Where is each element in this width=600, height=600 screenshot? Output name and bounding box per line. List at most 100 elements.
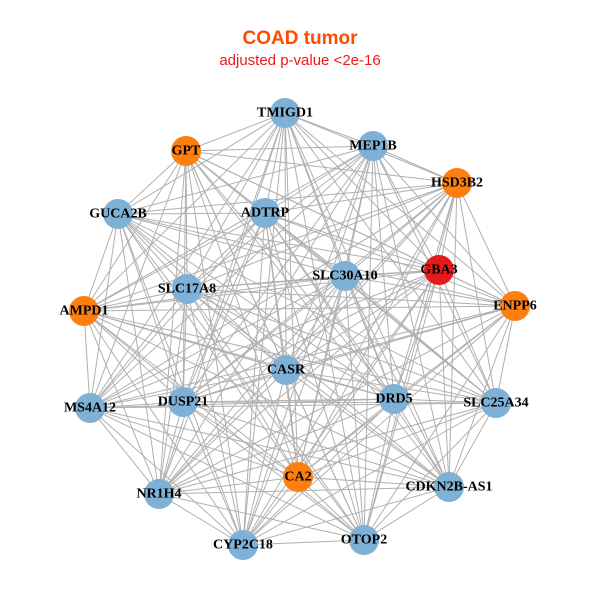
node-nr1h4: NR1H4 (136, 479, 182, 509)
node-circle (358, 131, 388, 161)
edge (393, 182, 458, 400)
edge (242, 275, 346, 546)
edge (297, 476, 365, 541)
edge (242, 269, 440, 546)
edge (285, 275, 346, 371)
edge (363, 402, 497, 541)
node-circle (75, 393, 105, 423)
node-drd5: DRD5 (375, 384, 413, 414)
node-ampd1: AMPD1 (60, 296, 109, 326)
edge (158, 493, 244, 546)
edge (186, 288, 516, 307)
edge (89, 212, 266, 409)
edge (242, 486, 450, 546)
edge (158, 401, 184, 495)
node-otop2: OTOP2 (341, 525, 387, 555)
edge (158, 398, 395, 495)
edge (89, 407, 450, 488)
node-cdkn2b-as1: CDKN2B-AS1 (405, 472, 493, 502)
edge (297, 182, 458, 478)
node-enpp6: ENPP6 (493, 291, 537, 321)
node-cyp2c18: CYP2C18 (213, 530, 273, 560)
edge (83, 305, 516, 312)
edge (284, 112, 395, 400)
node-ms4a12: MS4A12 (64, 393, 116, 423)
figure-title: COAD tumor (242, 28, 358, 49)
node-label: GUCA2B (89, 207, 147, 222)
node-label: HSD3B2 (431, 176, 483, 191)
node-mep1b: MEP1B (349, 131, 397, 161)
node-label: NR1H4 (136, 487, 181, 502)
edge (89, 269, 440, 409)
edge (186, 288, 395, 400)
edge (495, 305, 516, 404)
node-label: GBA3 (420, 263, 457, 278)
edge (372, 145, 440, 271)
edge (182, 401, 365, 541)
node-slc25a34: SLC25A34 (463, 388, 529, 418)
edge (363, 398, 395, 541)
edge (185, 150, 299, 478)
edge (83, 310, 244, 546)
node-label: ADTRP (241, 206, 290, 221)
edge (242, 182, 458, 546)
edge (186, 212, 266, 290)
edge (89, 288, 188, 409)
edge (83, 310, 160, 495)
edge (186, 288, 287, 371)
edge (117, 213, 516, 307)
edge (89, 401, 184, 409)
edge (185, 150, 395, 400)
node-label: SLC17A8 (158, 282, 216, 297)
edge (297, 398, 395, 478)
edge (83, 145, 374, 312)
edge (89, 398, 395, 409)
edge (83, 310, 450, 488)
edge (438, 269, 450, 488)
node-circle (250, 198, 280, 228)
edge (158, 493, 365, 541)
edge (117, 213, 184, 403)
edge (185, 145, 374, 152)
edge (344, 275, 450, 488)
edge (182, 401, 497, 404)
edge (89, 402, 497, 409)
edge (83, 112, 286, 312)
edge (456, 182, 516, 307)
figure-subtitle: adjusted p-value <2e-16 (219, 52, 381, 69)
edge (117, 145, 374, 215)
edge (242, 402, 497, 546)
edge (117, 213, 395, 400)
node-circle (171, 136, 201, 166)
edge (186, 288, 497, 404)
edge (264, 212, 299, 478)
edge (182, 369, 287, 403)
edge (158, 476, 299, 495)
node-circle (271, 355, 301, 385)
edge (284, 112, 516, 307)
edge (182, 288, 188, 403)
edge (297, 402, 497, 478)
edge (285, 145, 374, 371)
edge (264, 182, 458, 214)
node-label: SLC30A10 (312, 269, 377, 284)
edge (182, 401, 299, 478)
node-circle (424, 255, 454, 285)
edge (448, 182, 458, 488)
edge (158, 182, 458, 495)
edge (393, 398, 497, 404)
node-label: OTOP2 (341, 533, 387, 548)
edge (285, 369, 450, 488)
node-circle (379, 384, 409, 414)
edge (372, 145, 395, 400)
edge (242, 539, 365, 546)
edge (158, 112, 286, 495)
edge (186, 288, 244, 546)
edge (117, 213, 365, 541)
edge (83, 212, 266, 312)
edge (89, 407, 299, 478)
node-circle (481, 388, 511, 418)
edge (83, 310, 365, 541)
